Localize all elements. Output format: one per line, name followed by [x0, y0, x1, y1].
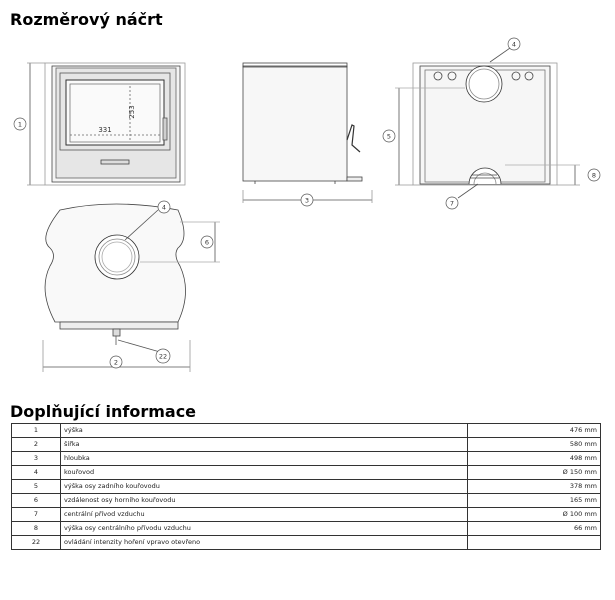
- row-label: centrální přívod vzduchu: [60, 507, 468, 522]
- row-value: 498 mm: [467, 451, 601, 466]
- row-number: 2: [11, 437, 61, 452]
- callout-7: [445, 196, 459, 210]
- callout-label-4-rear: 4: [512, 41, 516, 49]
- row-label: výška osy centrálního přívodu vzduchu: [60, 521, 468, 536]
- row-number: 4: [11, 465, 61, 480]
- callout-label-5: 5: [387, 133, 391, 141]
- row-number: 5: [11, 479, 61, 494]
- callout-5: [382, 129, 396, 143]
- section-title-info: Doplňující informace: [10, 402, 197, 421]
- row-label: šířka: [60, 437, 468, 452]
- row-number: 1: [11, 423, 61, 438]
- side-view: [242, 62, 373, 203]
- section-title-sketch: Rozměrový náčrt: [10, 10, 163, 29]
- row-number: 3: [11, 451, 61, 466]
- callout-label-1: 1: [18, 121, 22, 129]
- callout-3: [300, 193, 314, 207]
- callout-label-8: 8: [592, 172, 596, 180]
- callout-1: [13, 117, 27, 131]
- callout-label-7: 7: [450, 200, 454, 208]
- row-value: 165 mm: [467, 493, 601, 508]
- row-label: ovládání intenzity hoření vpravo otevřen…: [60, 535, 468, 550]
- row-label: kouřovod: [60, 465, 468, 480]
- callout-label-2: 2: [114, 359, 118, 367]
- row-label: hloubka: [60, 451, 468, 466]
- row-number: 7: [11, 507, 61, 522]
- callout-2: [109, 355, 123, 369]
- callout-4-rear: [507, 37, 521, 51]
- callout-label-6: 6: [205, 239, 209, 247]
- row-value: 378 mm: [467, 479, 601, 494]
- row-value: Ø 150 mm: [467, 465, 601, 480]
- row-value: 476 mm: [467, 423, 601, 438]
- window-width-label: 331: [98, 126, 111, 134]
- row-value: 66 mm: [467, 521, 601, 536]
- window-height-label: 253: [128, 105, 136, 118]
- row-label: výška osy zadního kouřovodu: [60, 479, 468, 494]
- dimension-drawing: 1 3 4 5 8 7 4 6 2 22 331 253: [13, 37, 601, 372]
- callout-label-4-top: 4: [162, 204, 166, 212]
- callout-8: [587, 168, 601, 182]
- row-label: vzdálenost osy horního kouřovodu: [60, 493, 468, 508]
- top-view: [42, 203, 220, 372]
- callout-label-3: 3: [305, 197, 309, 205]
- row-value: [467, 535, 601, 550]
- callout-6: [200, 235, 214, 249]
- row-label: výška: [60, 423, 468, 438]
- row-value: 580 mm: [467, 437, 601, 452]
- callout-4-top: [157, 200, 171, 214]
- row-number: 22: [11, 535, 61, 550]
- callout-label-22: 22: [159, 353, 167, 361]
- callout-22: [155, 348, 171, 364]
- rear-view: [395, 47, 580, 199]
- front-view: [27, 62, 186, 186]
- row-value: Ø 100 mm: [467, 507, 601, 522]
- row-number: 8: [11, 521, 61, 536]
- row-number: 6: [11, 493, 61, 508]
